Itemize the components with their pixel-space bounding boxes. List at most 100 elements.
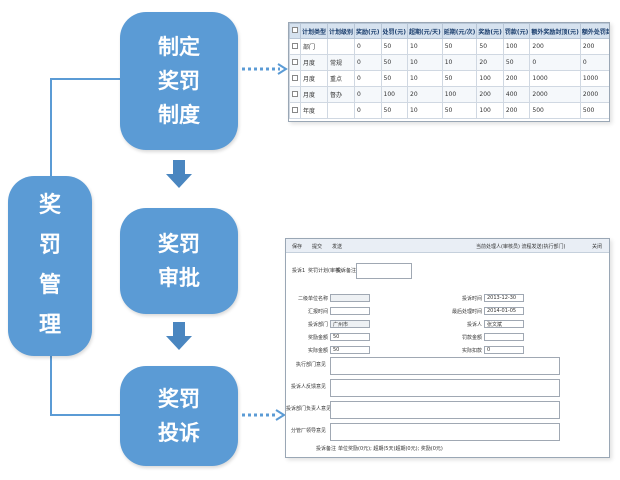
right-field-input[interactable]: 2013-12-30 [484, 294, 524, 302]
table-cell: 0 [354, 38, 382, 55]
table-cell: 2000 [579, 86, 609, 103]
right-field-label: 投诉时间 [461, 296, 482, 302]
arrow-down-2 [173, 322, 185, 336]
toolbar-close[interactable]: 关闭 [592, 244, 603, 250]
table-cell: 重点 [327, 70, 356, 87]
select-all-checkbox[interactable] [289, 23, 301, 39]
right-field-input[interactable]: 2014-01-05 [484, 307, 524, 315]
table-cell: 0 [579, 54, 609, 71]
box-formulate-system: 制定 奖罚 制度 [120, 12, 238, 150]
arrow-down-1 [173, 160, 185, 174]
subject-label: 投诉1 [292, 268, 306, 274]
dotted-arrow-plan [242, 63, 288, 75]
table-cell: 10 [407, 38, 443, 55]
opinion-textarea[interactable] [330, 357, 560, 375]
table-cell: 200 [579, 38, 609, 55]
table-cell [327, 38, 356, 55]
table-cell: 常规 [327, 54, 356, 71]
row-checkbox[interactable] [289, 38, 301, 55]
subject-label2: 投诉备注: [336, 268, 358, 274]
table-cell: 200 [476, 86, 504, 103]
right-field-input[interactable]: 张文斌 [484, 320, 524, 328]
opinion-label: 分管厂领导意见 [290, 428, 326, 434]
left-field-input[interactable] [330, 307, 370, 315]
table-cell: 50 [380, 70, 409, 87]
left-field-label: 投诉部门 [307, 322, 328, 328]
toolbar-save[interactable]: 保存 [292, 244, 303, 250]
table-header-cell: 罚款(元) [502, 23, 531, 39]
table-cell: 50 [380, 102, 409, 119]
table-cell: 50 [441, 38, 478, 55]
table-cell: 200 [529, 38, 581, 55]
table-cell: 500 [579, 102, 609, 119]
table-cell: 100 [476, 70, 504, 87]
table-cell: 0 [354, 70, 382, 87]
row-checkbox[interactable] [289, 102, 301, 119]
table-cell: 50 [502, 54, 531, 71]
arrow-down-1-head [166, 174, 192, 188]
right-field-label: 最后处理时间 [451, 309, 482, 315]
table-cell: 年度 [299, 102, 329, 119]
right-field-label: 投诉人 [466, 322, 482, 328]
table-cell: 20 [476, 54, 504, 71]
footer-label: 投诉备注 [316, 446, 337, 452]
box-complaint: 奖罚 投诉 [120, 366, 238, 466]
table-cell: 10 [407, 70, 443, 87]
row-checkbox[interactable] [289, 86, 301, 103]
row-checkbox[interactable] [289, 54, 301, 71]
table-cell [327, 102, 356, 119]
right-field-label: 实际扣款 [461, 348, 482, 354]
arrow-down-2-head [166, 336, 192, 350]
left-field-label: 奖励金额 [307, 335, 328, 341]
toolbar-status: 当前处理人(审核员) 流程发送(执行部门) [476, 244, 566, 250]
connector-vertical [50, 78, 52, 176]
box-approval: 奖罚 审批 [120, 208, 238, 314]
table-cell: 50 [380, 38, 409, 55]
box-reward-punishment-management: 奖 罚 管 理 [8, 176, 92, 356]
toolbar-submit[interactable]: 提交 [312, 244, 323, 250]
right-field-input[interactable] [484, 333, 524, 341]
table-header-cell: 处罚(元) [380, 23, 409, 39]
left-field-input[interactable]: 50 [330, 346, 370, 354]
table-cell: 100 [476, 102, 504, 119]
table-cell: 500 [529, 102, 581, 119]
opinion-textarea[interactable] [330, 423, 560, 441]
table-cell: 200 [502, 70, 531, 87]
plan-table-screenshot: 计划类型计划级别奖励(元)处罚(元)超期(元/天)延期(元/次)奖励(元)罚款(… [288, 22, 610, 122]
opinion-textarea[interactable] [330, 379, 560, 397]
table-header-cell: 计划级别 [327, 23, 356, 39]
table-cell: 1000 [529, 70, 581, 87]
table-header-cell: 额外处罚封顶(元) [579, 23, 609, 39]
table-cell: 10 [441, 54, 478, 71]
table-cell: 0 [529, 54, 581, 71]
table-cell: 10 [407, 102, 443, 119]
table-cell: 0 [354, 102, 382, 119]
table-cell: 100 [502, 38, 531, 55]
table-header-cell: 奖励(元) [354, 23, 382, 39]
left-field-input[interactable]: 50 [330, 333, 370, 341]
toolbar-send[interactable]: 发送 [332, 244, 343, 250]
left-field-input[interactable]: 广州市 [330, 320, 370, 328]
table-cell: 部门 [299, 38, 329, 55]
table-header-cell: 奖励(元) [476, 23, 504, 39]
table-cell: 10 [407, 54, 443, 71]
table-cell: 200 [502, 102, 531, 119]
left-field-input[interactable] [330, 294, 370, 302]
row-checkbox[interactable] [289, 70, 301, 87]
table-cell: 50 [476, 38, 504, 55]
connector-bottom [50, 414, 120, 416]
table-cell: 月度 [299, 54, 329, 71]
table-cell: 1000 [579, 70, 609, 87]
table-cell: 0 [354, 54, 382, 71]
opinion-textarea[interactable] [330, 401, 560, 419]
subject-input[interactable] [356, 263, 412, 279]
right-field-input[interactable]: 0 [484, 346, 524, 354]
left-field-label: 实际金额 [307, 348, 328, 354]
table-cell: 月度 [299, 70, 329, 87]
opinion-label: 投诉人反馈意见 [290, 384, 326, 390]
complaint-form-screenshot: 保存 提交 发送 当前处理人(审核员) 流程发送(执行部门) 关闭 投诉1 奖罚… [285, 238, 610, 458]
